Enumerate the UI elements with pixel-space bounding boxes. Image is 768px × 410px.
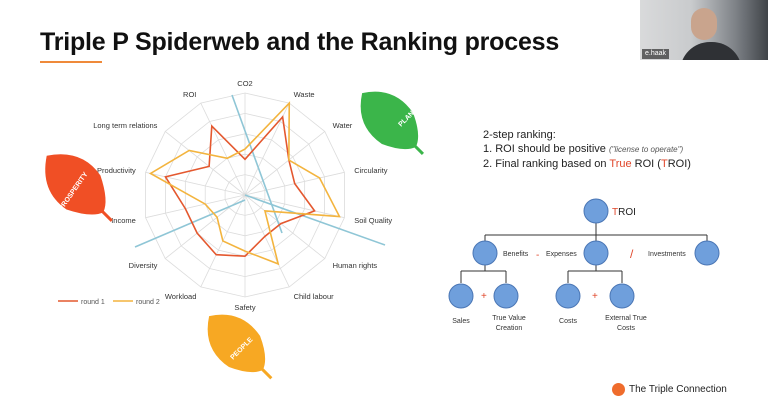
step-2-mid: ROI ( xyxy=(634,158,661,170)
web-spoke xyxy=(244,131,325,196)
participant-name: e.haak xyxy=(642,49,670,59)
web-spoke xyxy=(244,194,345,219)
axis-label: Safety xyxy=(234,303,256,312)
axis-label: ROI xyxy=(183,90,196,99)
axis-label: Productivity xyxy=(97,166,136,175)
step-2-t: T xyxy=(660,158,668,170)
axis-label: Human rights xyxy=(333,261,378,270)
plus-sign-1: + xyxy=(481,291,487,302)
prosperity-leaf xyxy=(45,154,113,222)
expenses-node xyxy=(583,240,609,266)
axis-label: Water xyxy=(333,121,353,130)
axis-label: Child labour xyxy=(294,292,335,301)
step-2-true: True xyxy=(609,158,632,170)
plus-sign-2: + xyxy=(592,291,598,302)
brand-logo-icon xyxy=(612,383,625,396)
web-spoke xyxy=(244,194,290,288)
investments-label: Investments xyxy=(648,251,686,258)
brand-name: The Triple Connection xyxy=(612,384,727,395)
step-1: 1. ROI should be positive ("license to o… xyxy=(483,142,691,157)
web-spoke xyxy=(145,194,246,219)
step-1-text: 1. ROI should be positive xyxy=(483,143,606,155)
web-spoke xyxy=(244,194,325,259)
planet-leaf xyxy=(360,91,425,156)
participant-video[interactable]: e.haak xyxy=(640,0,768,60)
troi-node xyxy=(583,198,609,224)
troi-tree: TROI Benefits - Expenses / Investments +… xyxy=(448,198,720,332)
axis-label: Circularity xyxy=(354,166,388,175)
web-spoke xyxy=(165,131,246,196)
participant-head xyxy=(691,8,717,40)
sales-node xyxy=(448,283,474,309)
benefits-label: Benefits xyxy=(503,251,529,258)
axis-label: CO2 xyxy=(237,79,252,88)
costs-node xyxy=(555,283,581,309)
sales-label: Sales xyxy=(452,318,470,325)
external-costs-label-2: Costs xyxy=(617,325,635,332)
troi-label: TROI xyxy=(612,207,636,218)
ranking-steps: 2-step ranking: 1. ROI should be positiv… xyxy=(483,128,691,171)
investments-node xyxy=(694,240,720,266)
benefits-node xyxy=(472,240,498,266)
round-1-polygon xyxy=(164,115,316,258)
steps-heading: 2-step ranking: xyxy=(483,129,556,141)
brand-post: Connection xyxy=(676,384,727,395)
step-2-end: ROI) xyxy=(667,158,691,170)
external-costs-node xyxy=(609,283,635,309)
accent-lines xyxy=(134,94,386,248)
brand-pre: The Triple xyxy=(629,384,674,395)
true-value-label-1: True Value xyxy=(492,315,526,322)
axis-label: Long term relations xyxy=(93,121,157,130)
axis-label: Waste xyxy=(294,90,315,99)
minus-sign: - xyxy=(536,250,539,261)
web-spoke xyxy=(200,102,246,196)
axis-label: Workload xyxy=(165,292,197,301)
tree-connectors xyxy=(460,223,708,283)
costs-label: Costs xyxy=(559,318,577,325)
axis-label: Diversity xyxy=(129,261,158,270)
expenses-label: Expenses xyxy=(546,251,577,258)
title-underline xyxy=(40,61,102,63)
legend-round-1-label: round 1 xyxy=(81,299,105,306)
round-2-polygon xyxy=(148,101,341,266)
true-value-label-2: Creation xyxy=(496,325,523,332)
participant-body xyxy=(680,42,742,60)
external-costs-label-1: External True xyxy=(605,315,647,322)
people-leaf xyxy=(207,314,273,380)
slide-title: Triple P Spiderweb and the Ranking proce… xyxy=(40,28,560,56)
web-spoke xyxy=(145,171,246,196)
step-2: 2. Final ranking based on True ROI (TROI… xyxy=(483,157,691,171)
true-value-node xyxy=(493,283,519,309)
step-2-pre: 2. Final ranking based on xyxy=(483,158,607,170)
legend-round-2-label: round 2 xyxy=(136,299,160,306)
divide-sign: / xyxy=(630,247,634,261)
axis-label: Income xyxy=(111,216,136,225)
web-grid xyxy=(145,92,345,298)
step-1-hint: ("license to operate") xyxy=(608,145,684,154)
axis-label: Soil Quality xyxy=(354,216,392,225)
